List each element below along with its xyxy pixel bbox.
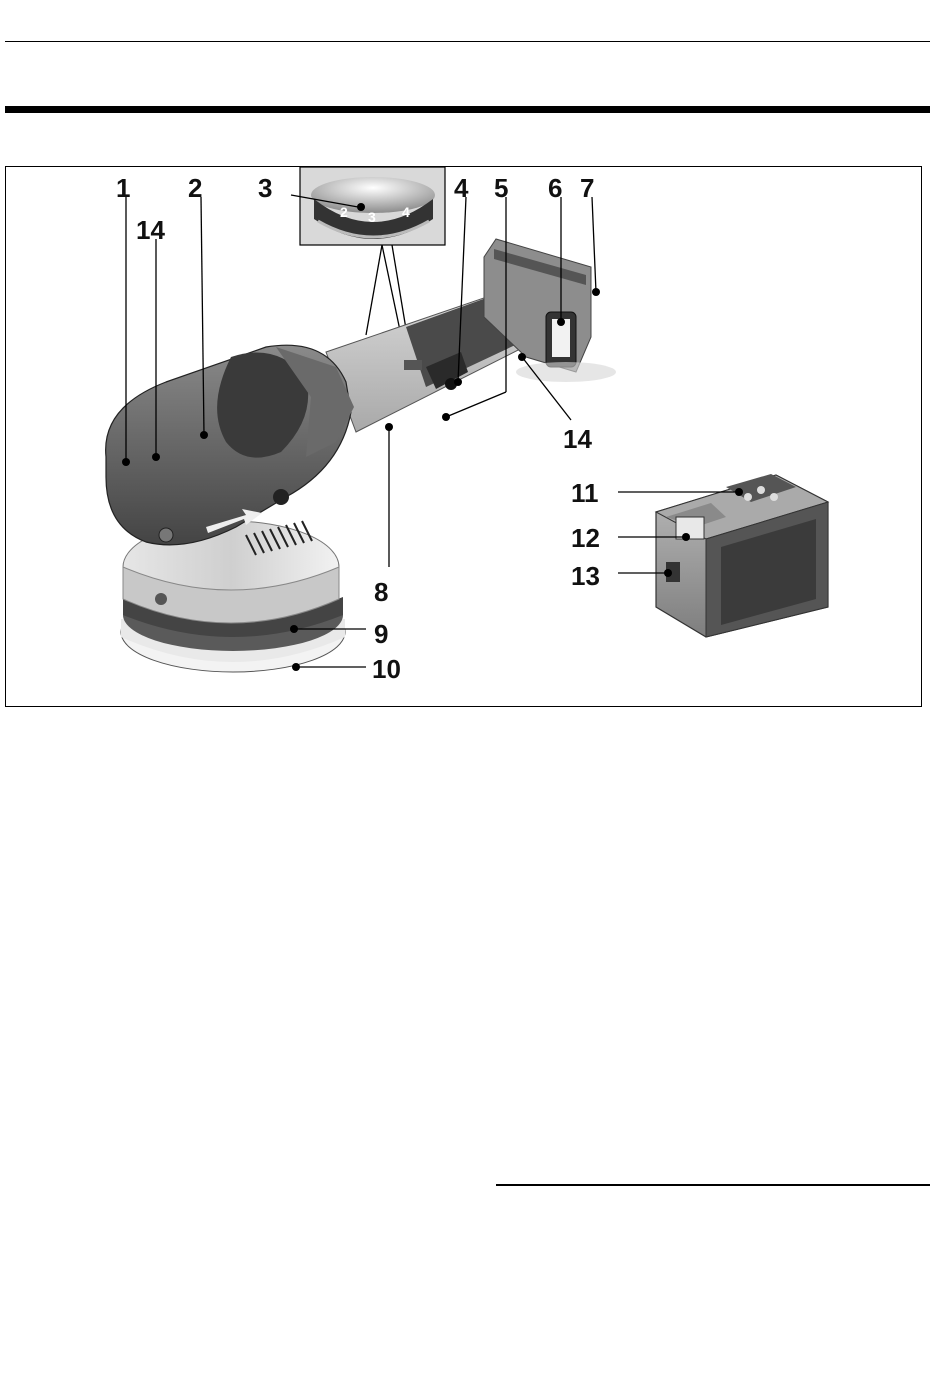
product-illustration: 2 3 4: [6, 167, 922, 707]
callout-13: 13: [571, 561, 600, 591]
battery-pack: [656, 474, 828, 637]
dial-number-4: 4: [402, 204, 410, 220]
callout-7: 7: [580, 173, 594, 203]
callout-5: 5: [494, 173, 508, 203]
callout-10: 10: [372, 654, 401, 684]
callout-11: 11: [571, 478, 599, 508]
callout-2: 2: [188, 173, 202, 203]
product-figure: 2 3 4: [5, 166, 922, 707]
callout-6: 6: [548, 173, 562, 203]
callout-14-grip: 14: [563, 424, 592, 454]
battery-mount: [484, 239, 616, 382]
footer-rule: [496, 1184, 930, 1186]
callout-12: 12: [571, 523, 600, 553]
callout-3: 3: [258, 173, 272, 203]
polisher-head: [106, 345, 354, 545]
header-thick-rule: [5, 106, 930, 113]
callout-4: 4: [454, 173, 469, 203]
dial-number-3: 3: [368, 209, 376, 225]
callout-9: 9: [374, 619, 388, 649]
dial-number-2: 2: [340, 204, 348, 220]
callout-8: 8: [374, 577, 388, 607]
callout-1: 1: [116, 173, 130, 203]
callout-14-head: 14: [136, 215, 165, 245]
header-rule: [5, 41, 930, 42]
speed-dial-inset: 2 3 4: [300, 167, 445, 245]
